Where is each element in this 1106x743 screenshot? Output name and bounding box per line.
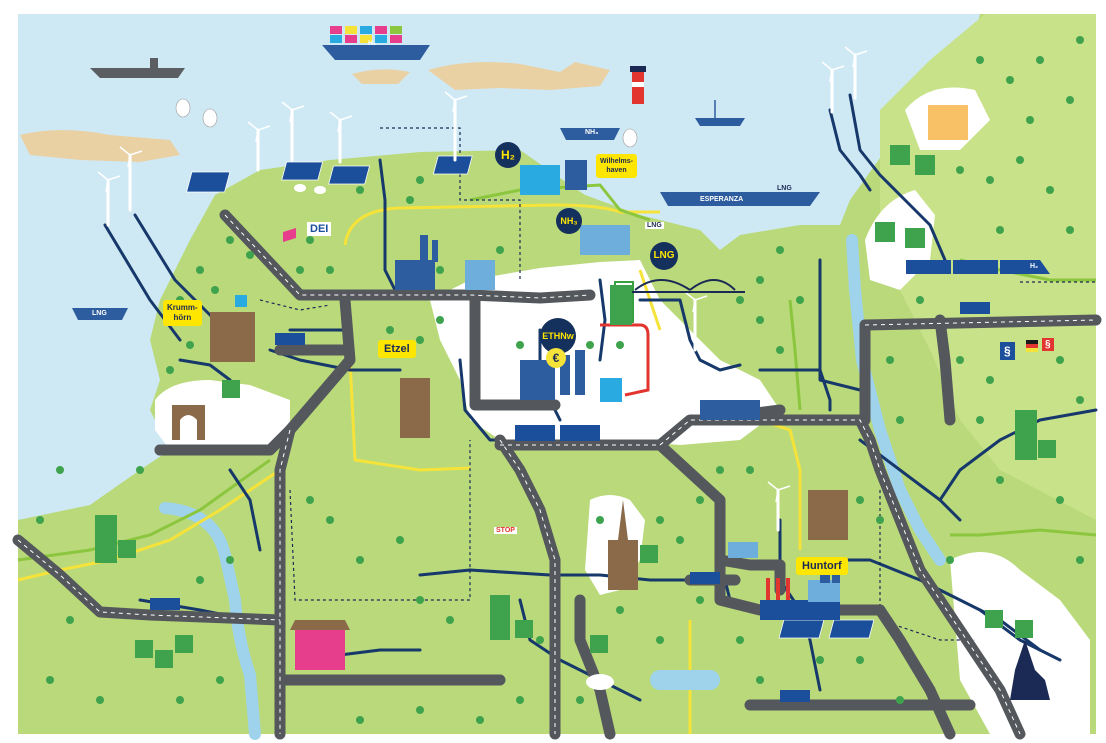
white-area-west [155,380,290,455]
badge-nh3: NH₃ [556,208,582,234]
office-buildings [95,285,1037,640]
seagulls [175,98,638,148]
train-marker-h2: H₂ [1030,263,1039,270]
shop [290,620,350,670]
solar-panels [186,155,875,639]
tank-label-lng: LNG [645,222,664,229]
ship-label-lng-2: LNG [777,185,792,192]
trees [36,36,1084,724]
houses [118,145,1056,668]
dashed-routes [259,127,1096,641]
trucks [150,302,990,702]
cow [586,674,614,690]
white-area-south-east [950,552,1090,734]
train [906,260,1050,274]
bridge [620,279,745,293]
sand-banks [20,62,610,162]
road-markings [17,214,1097,735]
place-label-huntorf: Huntorf [796,557,848,575]
huntorf-chimneys [766,578,790,600]
city-gate [172,405,205,440]
white-port-area [430,260,780,445]
place-label-wilhelmshaven: Wilhelms- haven [596,154,637,178]
pipeline-marker-h2: H₂ [368,40,377,47]
sign-paragraph-1: § [1000,342,1015,360]
wind-turbines [106,53,857,532]
sign-dei: DEI [307,222,332,236]
badge-euro: € [546,348,566,368]
place-label-krummhorn: Krumm- hörn [163,300,202,326]
badge-h2: H₂ [495,142,521,168]
ships [72,26,820,320]
lng-tank [650,670,720,690]
sign-stop: STOP [494,527,517,534]
badge-lng: LNG [650,242,678,270]
zoo-animals [928,105,968,140]
red-pipe [600,323,650,397]
ship-label-lng-1: LNG [92,310,107,317]
ship-label-nh3: NH₃ [585,129,599,136]
flags [283,228,1038,352]
lighthouse [630,66,646,104]
place-label-etzel: Etzel [378,340,416,358]
sign-paragraph-2: § [1042,338,1054,351]
sheep [294,184,326,194]
wind-turbine-blades [97,46,868,503]
town-musicians-statue [1010,640,1050,700]
ship-name-esperanza: ESPERANZA [700,196,744,203]
church [608,500,638,590]
